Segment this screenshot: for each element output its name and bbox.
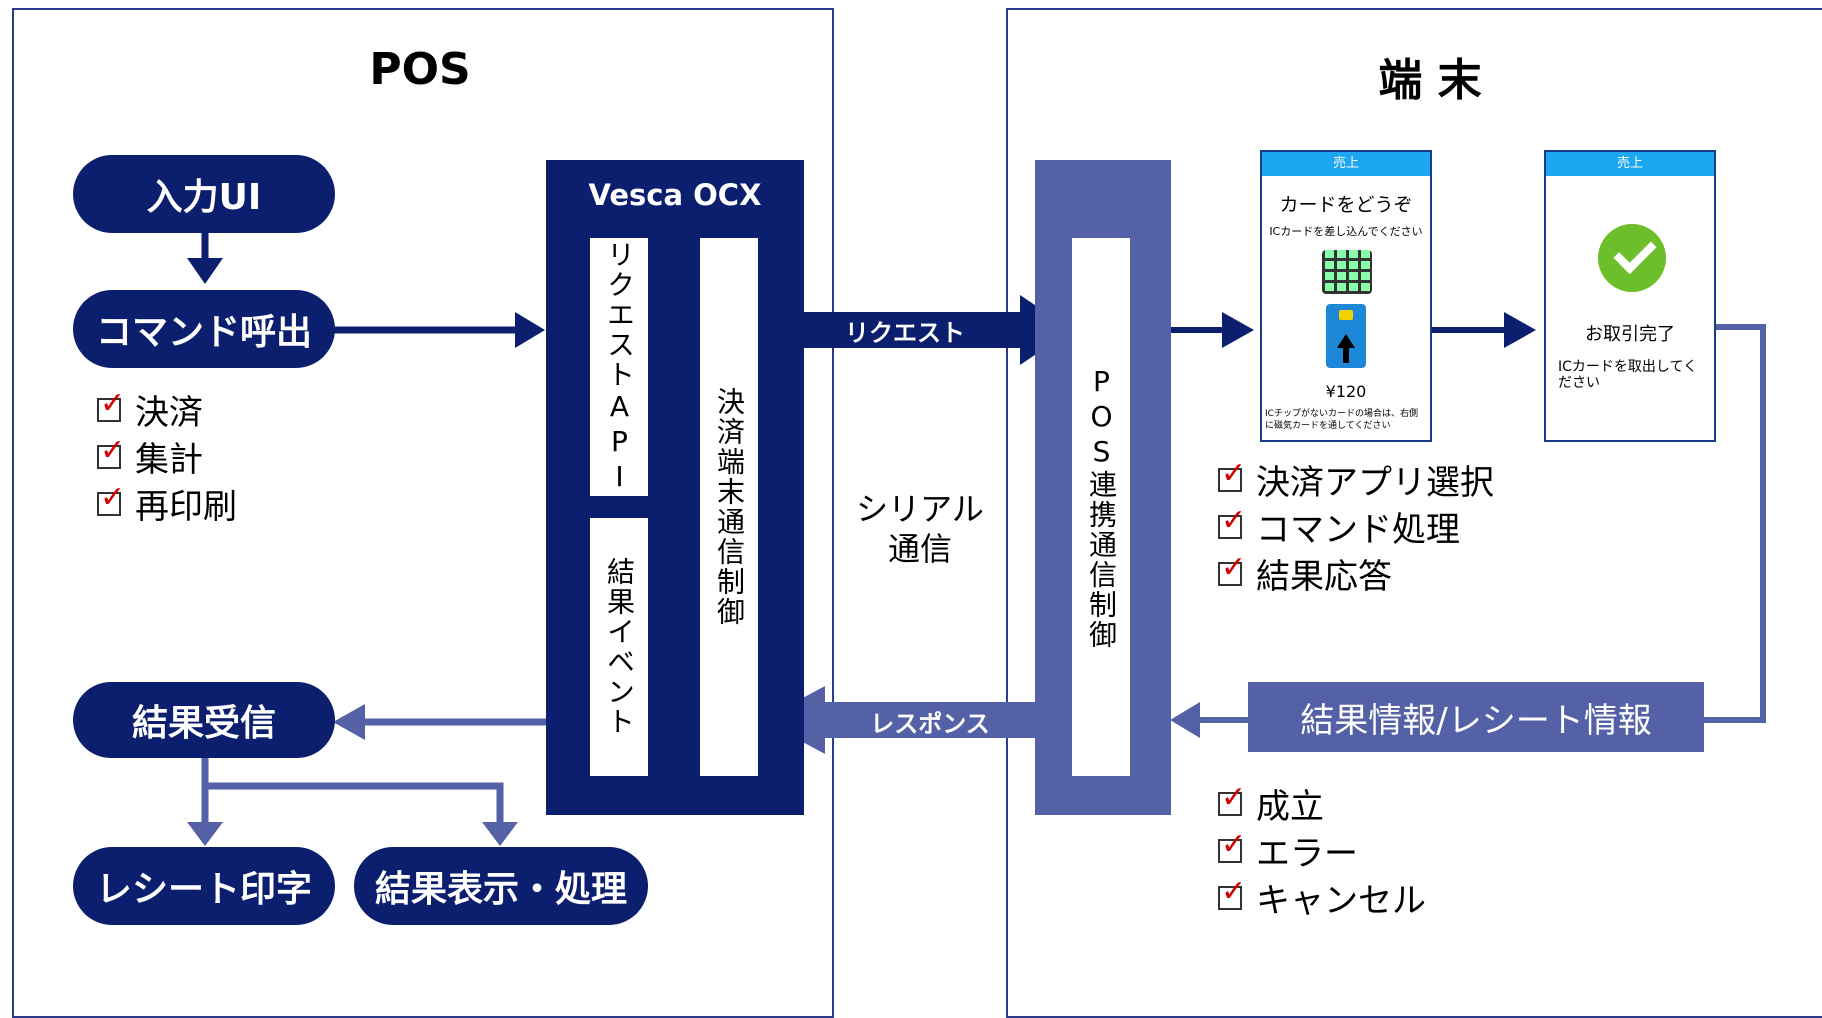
serial-label-line1: シリアル <box>856 490 984 528</box>
amount-text: ¥120 <box>1325 382 1367 401</box>
checkbox-icon <box>1218 874 1246 910</box>
screen-subtext-line2: ださい <box>1558 375 1600 391</box>
list-item: 成立 <box>1218 780 1426 827</box>
list-item: 結果応答 <box>1218 550 1494 597</box>
request-api-column: リクエストAPI <box>590 238 648 496</box>
checkbox-icon <box>97 433 125 469</box>
result-info-box: 結果情報/レシート情報 <box>1248 682 1704 752</box>
input-ui-button[interactable]: 入力UI <box>73 155 335 233</box>
pos-title: POS <box>369 44 471 95</box>
result-info-label: 結果情報/レシート情報 <box>1300 700 1652 741</box>
checkbox-icon <box>1218 550 1246 586</box>
comm-control-label: 決済端末通信制御 <box>713 387 746 627</box>
checkbox-icon <box>1218 827 1246 863</box>
list-item: エラー <box>1218 827 1426 874</box>
screen-heading: カードをどうぞ <box>1279 194 1413 216</box>
checkbox-icon <box>97 480 125 516</box>
screen-note-line2: に磁気カードを通してください <box>1265 421 1391 431</box>
card-reader-icon <box>1322 250 1372 294</box>
check-circle-icon <box>1598 224 1666 292</box>
terminal-process-list: 決済アプリ選択 コマンド処理 結果応答 <box>1218 456 1494 597</box>
request-label: リクエスト <box>845 319 965 347</box>
pos-link-block: POS連携通信制御 <box>1035 160 1171 815</box>
response-label: レスポンス <box>870 710 990 738</box>
screen-subtext: ICカードを差し込んでください <box>1269 225 1423 238</box>
screen-heading: お取引完了 <box>1585 324 1675 345</box>
pos-link-column: POS連携通信制御 <box>1072 238 1130 776</box>
list-item: 決済アプリ選択 <box>1218 456 1494 503</box>
request-api-label: リクエストAPI <box>603 239 636 495</box>
screen-note-line1: ICチップがないカードの場合は、右側 <box>1265 409 1418 419</box>
list-item: キャンセル <box>1218 874 1426 921</box>
result-receive-button[interactable]: 結果受信 <box>73 682 335 758</box>
list-item: コマンド処理 <box>1218 503 1494 550</box>
checkbox-icon <box>1218 503 1246 539</box>
vesca-ocx-block: Vesca OCX リクエストAPI 結果イベント 決済端末通信制御 <box>546 160 804 815</box>
list-item: 決済 <box>97 386 237 433</box>
checkbox-icon <box>1218 456 1246 492</box>
screen-title-bar: 売上 <box>1262 152 1430 176</box>
command-call-button[interactable]: コマンド呼出 <box>73 290 335 368</box>
checkbox-icon <box>1218 780 1246 816</box>
comm-control-column: 決済端末通信制御 <box>700 238 758 776</box>
pos-link-label: POS連携通信制御 <box>1085 364 1118 650</box>
terminal-screen-card-insert: 売上 カードをどうぞ ICカードを差し込んでください ¥120 ICチップがない… <box>1260 150 1432 442</box>
screen-subtext-line1: ICカードを取出してく <box>1558 359 1698 375</box>
result-display-button[interactable]: 結果表示・処理 <box>354 847 648 925</box>
list-item: 集計 <box>97 433 237 480</box>
checkbox-icon <box>97 386 125 422</box>
card-insert-icon <box>1326 304 1366 368</box>
list-item: 再印刷 <box>97 480 237 527</box>
terminal-title: 端 末 <box>1378 55 1482 106</box>
terminal-screen-complete: 売上 お取引完了 ICカードを取出してく ださい <box>1544 150 1716 442</box>
serial-label-line2: 通信 <box>887 530 952 568</box>
receipt-print-button[interactable]: レシート印字 <box>73 847 335 925</box>
result-event-label: 結果イベント <box>603 557 636 737</box>
vesca-ocx-title: Vesca OCX <box>588 178 762 212</box>
terminal-result-list: 成立 エラー キャンセル <box>1218 780 1426 921</box>
command-list: 決済 集計 再印刷 <box>97 386 237 527</box>
result-event-column: 結果イベント <box>590 518 648 776</box>
screen-title-bar: 売上 <box>1546 152 1714 176</box>
